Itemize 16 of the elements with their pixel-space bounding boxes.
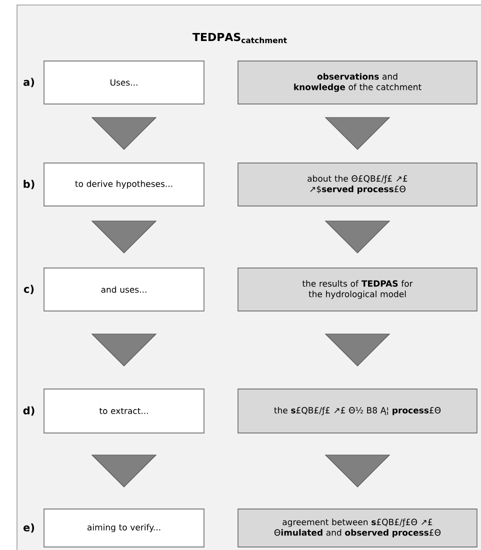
shaded-box: observations and knowledge of the catchment	[238, 60, 478, 104]
row-letter: b)	[24, 180, 34, 190]
title: $\mathbf{TEDPAS}_{\mathbf{catchment}}$	[192, 32, 287, 44]
shaded-box: about the Θ£QB£/ƒ£ ↗£ ↗$served process£Θ	[238, 162, 478, 206]
row-letter: e)	[24, 523, 34, 533]
shaded-box: the results of TEDPAS for the hydrological model	[238, 268, 478, 312]
shaded-box: the s£QB£/ƒ£ ↗£ Θ½ B8 Ą¦ process£Θ	[238, 388, 478, 434]
row-letter: d)	[23, 406, 34, 416]
text-box: and uses...	[44, 268, 204, 312]
row-letter: c)	[24, 284, 34, 294]
text-box: Uses...	[44, 60, 204, 104]
text-box: aiming to verify...	[44, 508, 204, 548]
text-box: to extract...	[44, 388, 204, 434]
text-box: to derive hypotheses...	[44, 162, 204, 206]
shaded-box: agreement between s£QB£/ƒ£Θ ↗£ Θimulated and observed process£Θ	[238, 508, 478, 548]
row-letter: a)	[24, 78, 34, 88]
